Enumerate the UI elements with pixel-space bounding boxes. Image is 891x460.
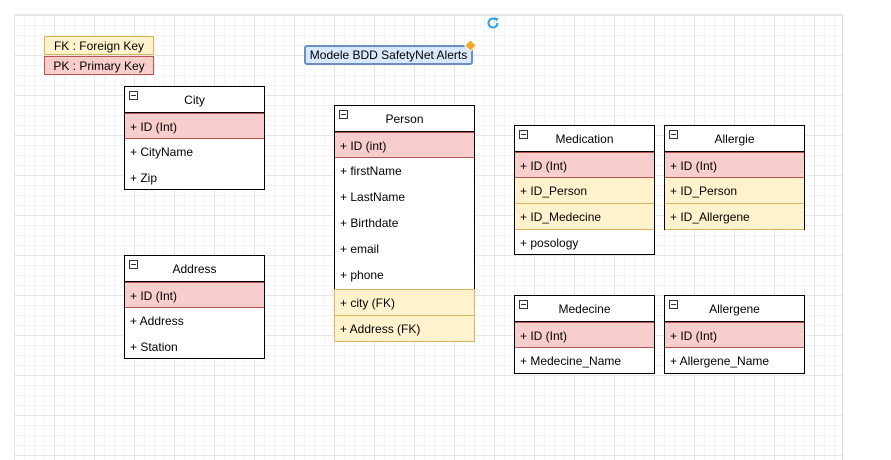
rotate-icon[interactable] <box>486 16 500 30</box>
entity-header: Person <box>335 106 474 132</box>
collapse-icon[interactable] <box>129 260 138 269</box>
collapse-icon[interactable] <box>669 300 678 309</box>
field: + CityName <box>130 145 194 159</box>
diagram-title[interactable]: Modele BDD SafetyNet Alerts <box>304 45 473 65</box>
field: + Zip <box>130 171 158 185</box>
field: + Station <box>130 340 178 354</box>
field: + email <box>340 242 380 256</box>
entity-allergene[interactable]: Allergene + ID (Int) + Allergene_Name <box>664 295 805 374</box>
entity-city[interactable]: City + ID (Int) + CityName + Zip <box>124 86 265 190</box>
field: + firstName <box>340 164 402 178</box>
collapse-icon[interactable] <box>339 110 348 119</box>
entity-header: Allergie <box>665 126 804 152</box>
entity-header: City <box>125 87 264 113</box>
entity-medecine[interactable]: Medecine + ID (Int) + Medecine_Name <box>514 295 655 374</box>
collapse-icon[interactable] <box>669 130 678 139</box>
collapse-icon[interactable] <box>519 130 528 139</box>
field: + Birthdate <box>340 216 399 230</box>
entity-header: Allergene <box>665 296 804 322</box>
entity-header: Medecine <box>515 296 654 322</box>
entity-address[interactable]: Address + ID (Int) + Address + Station <box>124 255 265 359</box>
field: + phone <box>340 268 384 282</box>
entity-name: Person <box>385 112 424 126</box>
fk-field: + Address (FK) <box>340 322 421 336</box>
entity-allergie[interactable]: Allergie + ID (Int) + ID_Person + ID_All… <box>664 125 805 230</box>
entity-name: Medecine <box>558 302 611 316</box>
fk-field: + ID_Medecine <box>515 204 654 230</box>
entity-name: Allergie <box>714 132 755 146</box>
entity-name: Allergene <box>709 302 760 316</box>
entity-name: Medication <box>555 132 614 146</box>
pk-field: + ID (Int) <box>125 282 264 308</box>
entity-medication[interactable]: Medication + ID (Int) + ID_Person + ID_M… <box>514 125 655 255</box>
pk-field: + ID (int) <box>335 132 474 158</box>
entity-header: Address <box>125 256 264 282</box>
field: + Address <box>130 314 184 328</box>
entity-header: Medication <box>515 126 654 152</box>
pk-field: + ID (Int) <box>515 322 654 348</box>
fk-field: + ID_Person <box>665 178 804 204</box>
entity-name: City <box>184 93 205 107</box>
pk-field: + ID (Int) <box>665 152 804 178</box>
pk-field: + ID (Int) <box>515 152 654 178</box>
pk-field: + ID (Int) <box>665 322 804 348</box>
legend-pk[interactable]: PK : Primary Key <box>44 56 154 75</box>
field: + Medecine_Name <box>520 354 622 368</box>
entity-name: Address <box>172 262 217 276</box>
fk-field: + ID_Allergene <box>665 204 804 230</box>
field: + Allergene_Name <box>670 354 770 368</box>
collapse-icon[interactable] <box>519 300 528 309</box>
pk-field: + ID (Int) <box>125 113 264 139</box>
field: + LastName <box>340 190 406 204</box>
fk-field: + city (FK) <box>335 290 474 316</box>
legend-fk[interactable]: FK : Foreign Key <box>44 36 154 55</box>
field: + posology <box>520 236 579 250</box>
entity-person[interactable]: Person + ID (int) + firstName + LastName… <box>334 105 475 290</box>
collapse-icon[interactable] <box>129 91 138 100</box>
person-fk-group[interactable]: + city (FK) + Address (FK) <box>334 289 475 342</box>
fk-field: + ID_Person <box>515 178 654 204</box>
